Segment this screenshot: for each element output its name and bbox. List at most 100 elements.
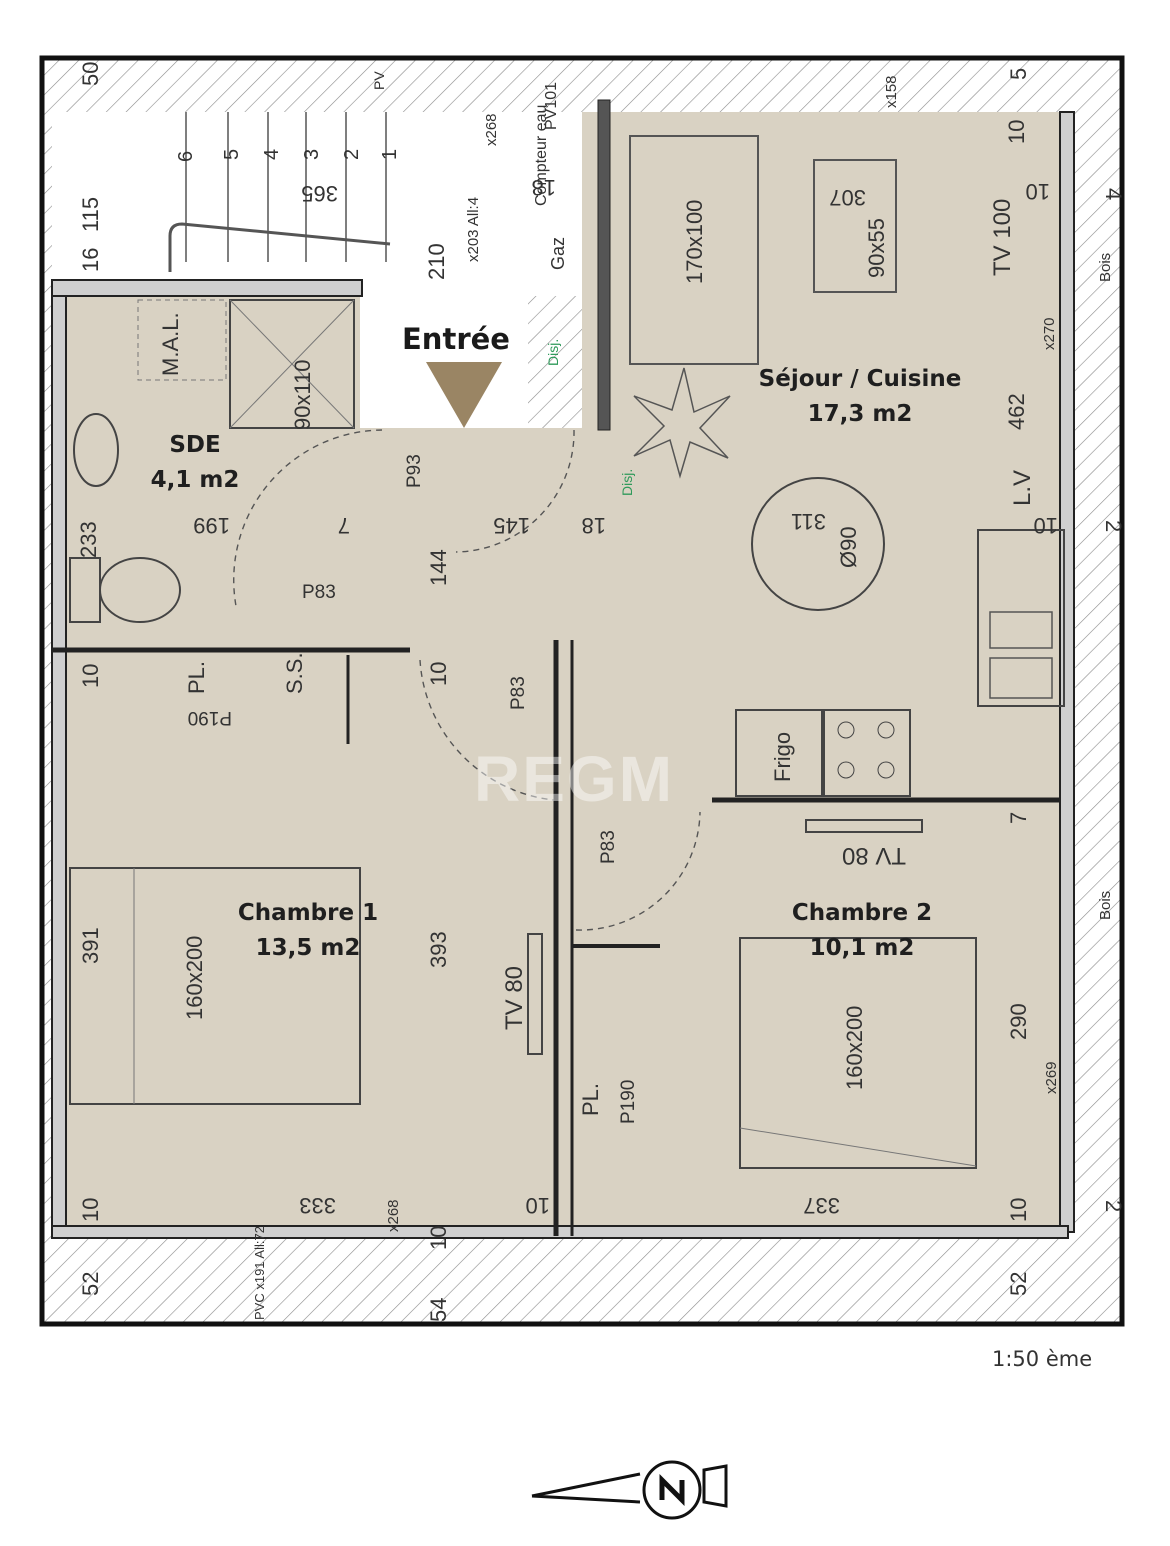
room-name-chambre1: Chambre 1: [237, 900, 379, 926]
plant-icon: [633, 367, 731, 479]
dim-333: 333: [299, 1193, 336, 1218]
dining-table: [751, 477, 885, 611]
label-pl-2: PL.: [578, 1083, 603, 1116]
fridge: [735, 709, 823, 797]
dim-10-a: 10: [1004, 120, 1029, 144]
door-p93: P93: [404, 454, 425, 488]
room-name-chambre2: Chambre 2: [791, 900, 933, 926]
label-ss: S.S.: [282, 652, 307, 694]
dim-10-b: 10: [1026, 179, 1050, 204]
dim-10-c: 10: [1034, 513, 1058, 538]
label-pl-1: PL.: [184, 661, 209, 694]
room-name-sejour: Séjour / Cuisine: [758, 366, 962, 392]
label-disj-2: Disj.: [619, 469, 635, 496]
dim-18-b: 18: [582, 513, 606, 538]
label-mal: M.A.L.: [158, 312, 183, 376]
dim-10-d: 10: [78, 664, 103, 688]
room-label-sde: SDE 4,1 m2: [140, 428, 250, 497]
dim-18-top: 18: [532, 175, 556, 200]
dim-365: 365: [301, 181, 338, 206]
stair-step-2: 2: [341, 149, 363, 160]
dim-144: 144: [426, 549, 451, 586]
dim-5: 5: [1006, 68, 1031, 80]
room-area-sde: 4,1 m2: [150, 466, 240, 493]
dim-290: 290: [1006, 1003, 1031, 1040]
dim-x268-bottom: x268: [385, 1199, 402, 1232]
kitchen-sink: [989, 611, 1053, 649]
dim-337: 337: [803, 1193, 840, 1218]
door-pv101: PV101: [543, 82, 560, 130]
label-bois-1: Bois: [1097, 253, 1114, 282]
sofa: [629, 135, 759, 365]
dim-7-a: 7: [338, 513, 350, 538]
tv-stand: [805, 819, 923, 833]
door-p83-1: P83: [302, 582, 336, 603]
room-name-sde: SDE: [169, 432, 221, 458]
dim-199: 199: [193, 513, 230, 538]
dim-115: 115: [78, 197, 103, 232]
dim-10-h: 10: [1006, 1198, 1031, 1222]
label-shower: 90x110: [290, 359, 315, 430]
label-tv-ch1: TV 80: [501, 966, 528, 1030]
stair-step-6: 6: [175, 151, 197, 162]
dim-54: 54: [426, 1298, 451, 1322]
dim-52-a: 52: [78, 1272, 103, 1296]
label-tv-ch2: TV 80: [842, 842, 906, 869]
label-gaz: Gaz: [548, 237, 568, 270]
dim-x203: x203 All:4: [465, 197, 482, 262]
room-label-chambre2: Chambre 2 10,1 m2: [772, 896, 952, 965]
bed-1: [69, 867, 361, 1105]
door-swings: [233, 429, 701, 931]
door-p190-1: P190: [188, 707, 232, 728]
compass-icon: [531, 1460, 728, 1520]
dim-10-g: 10: [526, 1193, 550, 1218]
room-label-chambre1: Chambre 1 13,5 m2: [218, 896, 398, 965]
stove: [823, 709, 911, 797]
dim-391: 391: [78, 927, 103, 964]
kitchen-counter: [977, 529, 1065, 707]
label-frigo: Frigo: [770, 732, 795, 782]
dim-x269: x269: [1043, 1061, 1060, 1094]
bed-2: [739, 937, 977, 1169]
door-p190-2: P190: [618, 1080, 639, 1124]
dim-311: 311: [791, 509, 826, 534]
dim-145: 145: [493, 513, 530, 538]
scale-label: 1:50 ème: [992, 1347, 1093, 1371]
dim-10-i: 10: [426, 1226, 451, 1250]
entry-label: Entrée: [402, 322, 510, 356]
walls: [51, 99, 1075, 1239]
watermark: REGM: [474, 743, 674, 815]
dim-x268-top: x268: [483, 113, 500, 146]
label-pvc-top: PV: [371, 71, 387, 90]
room-label-sejour: Séjour / Cuisine 17,3 m2: [740, 362, 980, 431]
room-area-chambre1: 13,5 m2: [255, 934, 361, 961]
label-bed-1: 160x200: [182, 936, 207, 1020]
room-area-chambre2: 10,1 m2: [809, 934, 915, 961]
washing-machine: [137, 299, 227, 381]
entry-arrow-icon: [426, 362, 502, 428]
label-bois-2: Bois: [1097, 891, 1114, 920]
dim-210: 210: [424, 243, 449, 280]
dim-x158: x158: [883, 75, 900, 108]
stair-step-1: 1: [379, 149, 401, 160]
stair-step-3: 3: [301, 149, 323, 160]
label-tv-salon: TV 100: [989, 199, 1016, 276]
coffee-table: [813, 159, 897, 293]
stair-step-4: 4: [261, 149, 283, 160]
dim-50: 50: [78, 62, 103, 86]
dim-16: 16: [78, 248, 103, 272]
dim-52-b: 52: [1006, 1272, 1031, 1296]
label-sofa: 170x100: [682, 200, 707, 284]
label-coffee-table: 90x55: [864, 218, 889, 278]
dim-2-b: 2: [1101, 1200, 1126, 1212]
sink: [73, 413, 119, 487]
tv-stand-ch1: [527, 933, 543, 1055]
dim-10-f: 10: [78, 1198, 103, 1222]
door-p83-3: P83: [598, 830, 619, 864]
stair-area: [52, 112, 582, 296]
stair-step-5: 5: [221, 149, 243, 160]
staircase: [168, 112, 391, 272]
dim-393: 393: [426, 931, 451, 968]
label-pvc-bottom: PVC x191 All:72: [252, 1226, 267, 1320]
